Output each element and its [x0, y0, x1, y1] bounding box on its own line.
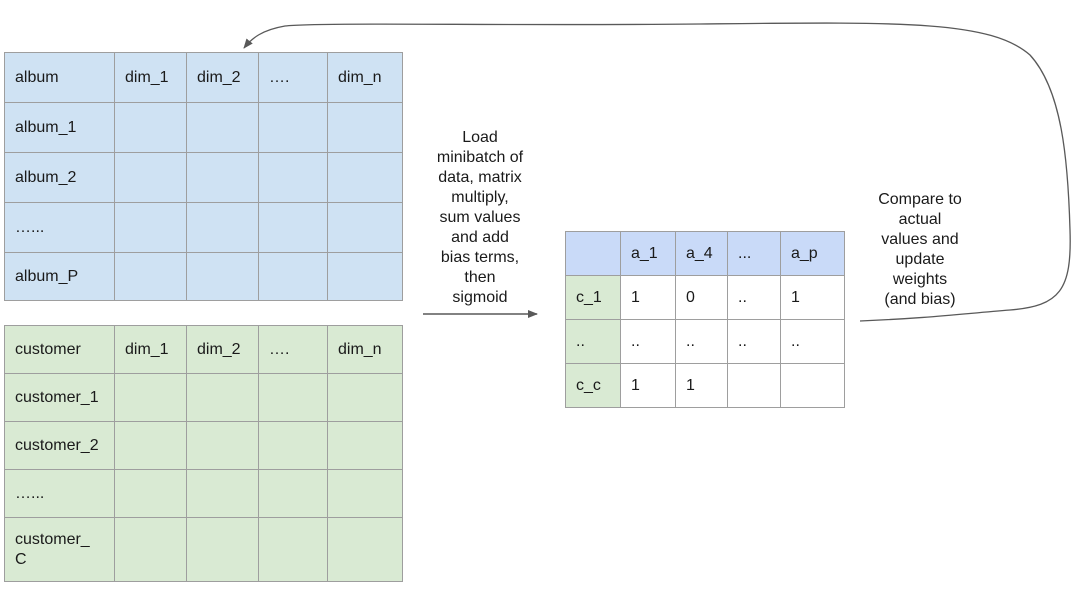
album-row: album_2: [4, 152, 403, 203]
album-header-cell: album: [4, 52, 115, 103]
album-header-cell: dim_n: [327, 52, 403, 103]
customer-cell: [327, 421, 403, 470]
album-cell: [258, 102, 328, 153]
prediction-cell: ..: [780, 319, 845, 364]
prediction-cell: 1: [675, 363, 728, 408]
prediction-row-label: ..: [565, 319, 621, 364]
customer-cell: [186, 469, 259, 518]
customer-cell: [114, 421, 187, 470]
customer-cell: [327, 469, 403, 518]
customer-cell: [114, 373, 187, 422]
compare-step-label: Compare to actual values and update weig…: [878, 191, 962, 308]
customer-cell: [258, 421, 328, 470]
album-header-cell: ….: [258, 52, 328, 103]
customer-row: customer_ C: [4, 517, 403, 582]
customer-cell: [186, 421, 259, 470]
load-step-label: Load minibatch of data, matrix multiply,…: [436, 129, 524, 306]
customer-header-row: customer dim_1 dim_2 …. dim_n: [4, 325, 403, 374]
customer-header-cell: customer: [4, 325, 115, 374]
customer-row: …...: [4, 469, 403, 518]
customer-cell: [186, 517, 259, 582]
album-row: album_1: [4, 102, 403, 153]
customer-cell: [186, 373, 259, 422]
album-cell: [327, 202, 403, 253]
prediction-cell: 0: [675, 275, 728, 320]
album-cell: [186, 152, 259, 203]
prediction-cell: ..: [675, 319, 728, 364]
customer-header-cell: dim_n: [327, 325, 403, 374]
prediction-cell: ..: [727, 275, 781, 320]
album-cell: [186, 102, 259, 153]
customer-header-cell: ….: [258, 325, 328, 374]
album-row: album_P: [4, 252, 403, 301]
customer-embedding-table: customer dim_1 dim_2 …. dim_n customer_1…: [4, 325, 403, 582]
customer-header-cell: dim_1: [114, 325, 187, 374]
album-cell: [327, 252, 403, 301]
prediction-cell: [727, 363, 781, 408]
album-cell: [114, 102, 187, 153]
customer-row-label: customer_2: [4, 421, 115, 470]
customer-row: customer_2: [4, 421, 403, 470]
customer-cell: [114, 517, 187, 582]
customer-row-label: …...: [4, 469, 115, 518]
album-cell: [258, 202, 328, 253]
album-row: …...: [4, 202, 403, 253]
album-cell: [258, 152, 328, 203]
prediction-cell: 1: [780, 275, 845, 320]
prediction-table: a_1 a_4 ... a_p c_1 1 0 .. 1 .. .. .. ..…: [565, 231, 845, 408]
customer-cell: [327, 373, 403, 422]
album-row-label: album_1: [4, 102, 115, 153]
album-row-label: album_P: [4, 252, 115, 301]
prediction-cell: 1: [620, 363, 676, 408]
album-cell: [114, 152, 187, 203]
customer-cell: [258, 469, 328, 518]
customer-cell: [258, 373, 328, 422]
prediction-row-label: c_1: [565, 275, 621, 320]
customer-row: customer_1: [4, 373, 403, 422]
customer-header-cell: dim_2: [186, 325, 259, 374]
prediction-row: c_c 1 1: [565, 363, 845, 408]
prediction-header-cell: a_p: [780, 231, 845, 276]
customer-cell: [114, 469, 187, 518]
album-cell: [258, 252, 328, 301]
prediction-header-row: a_1 a_4 ... a_p: [565, 231, 845, 276]
album-cell: [114, 202, 187, 253]
prediction-row: c_1 1 0 .. 1: [565, 275, 845, 320]
prediction-corner-cell: [565, 231, 621, 276]
prediction-row: .. .. .. .. ..: [565, 319, 845, 364]
album-header-cell: dim_1: [114, 52, 187, 103]
customer-row-label: customer_ C: [4, 517, 115, 582]
prediction-cell: ..: [620, 319, 676, 364]
album-cell: [114, 252, 187, 301]
customer-cell: [258, 517, 328, 582]
prediction-header-cell: a_1: [620, 231, 676, 276]
prediction-cell: [780, 363, 845, 408]
prediction-row-label: c_c: [565, 363, 621, 408]
album-header-row: album dim_1 dim_2 …. dim_n: [4, 52, 403, 103]
album-cell: [327, 152, 403, 203]
prediction-header-cell: a_4: [675, 231, 728, 276]
album-row-label: …...: [4, 202, 115, 253]
prediction-header-cell: ...: [727, 231, 781, 276]
prediction-cell: 1: [620, 275, 676, 320]
customer-row-label: customer_1: [4, 373, 115, 422]
customer-cell: [327, 517, 403, 582]
album-embedding-table: album dim_1 dim_2 …. dim_n album_1 album…: [4, 52, 403, 301]
prediction-cell: ..: [727, 319, 781, 364]
album-cell: [327, 102, 403, 153]
album-header-cell: dim_2: [186, 52, 259, 103]
album-row-label: album_2: [4, 152, 115, 203]
album-cell: [186, 202, 259, 253]
album-cell: [186, 252, 259, 301]
